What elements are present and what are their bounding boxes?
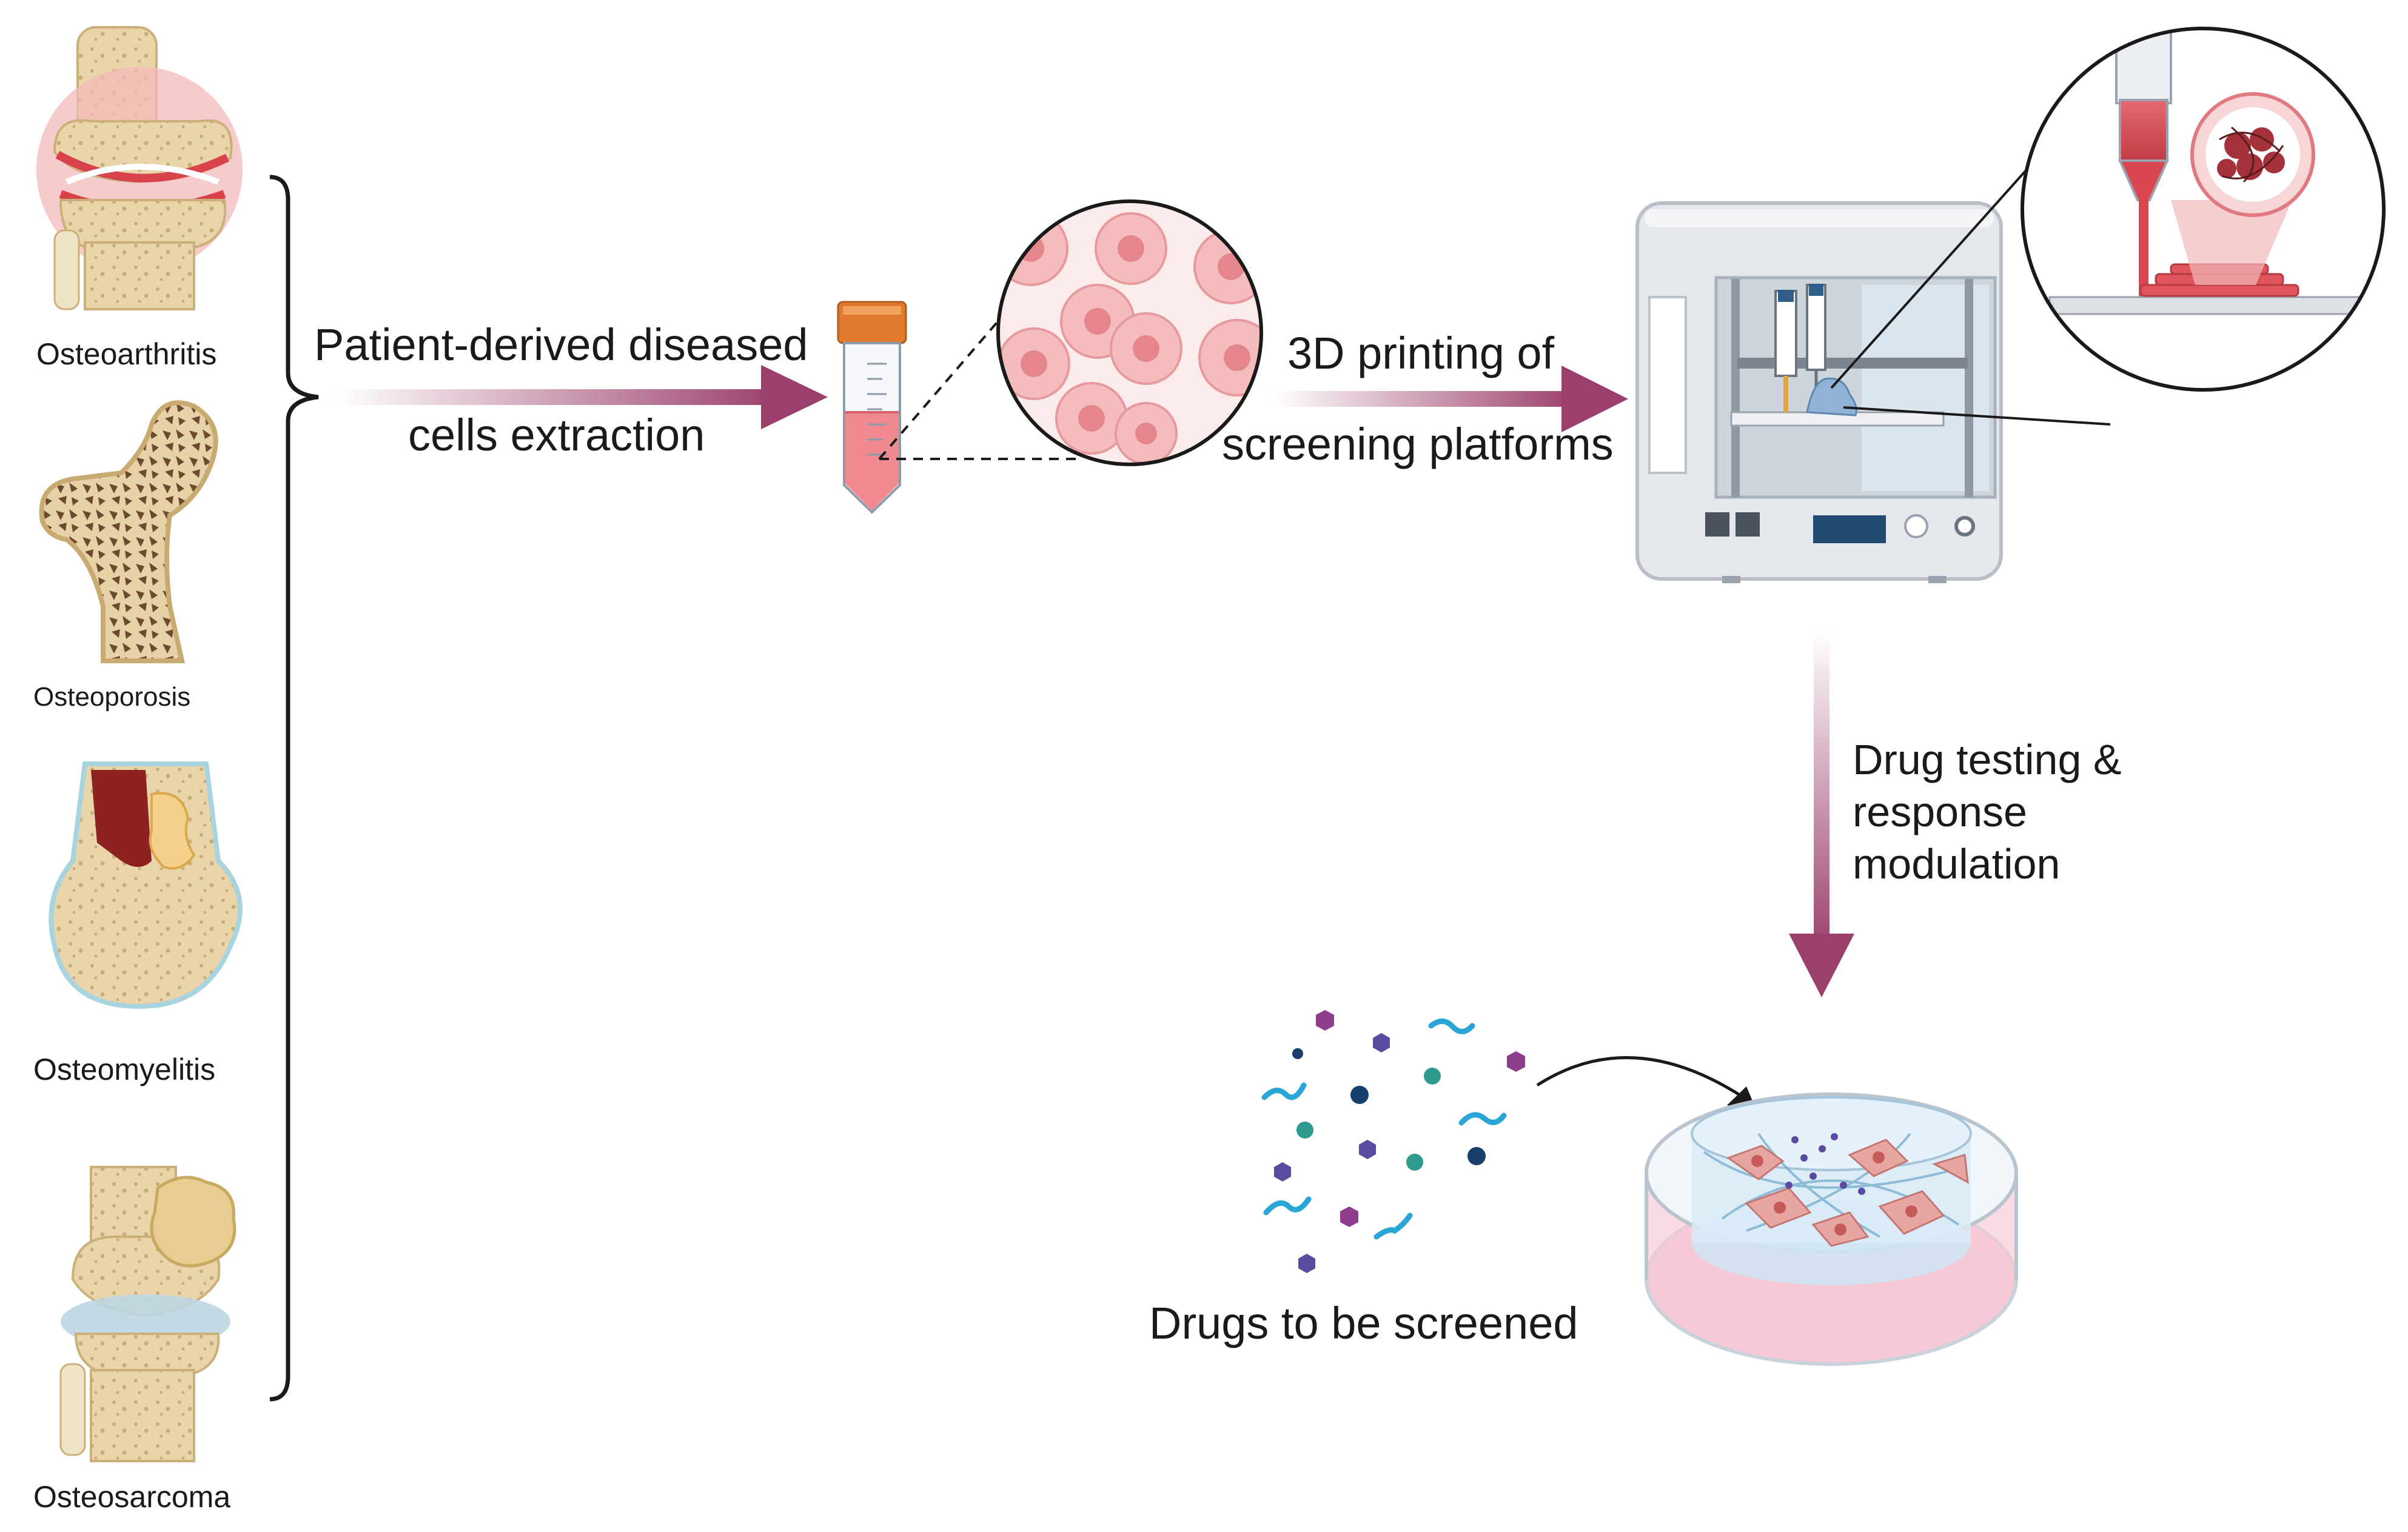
3d-bioprinter-icon [1635,201,2003,583]
extraction-arrow [337,365,828,429]
drug-delivery-arrow [1536,1056,1757,1112]
osteomyelitis-bone-illustration [49,761,243,1009]
printing-arrow [1273,366,1628,432]
printing-label-line2: screening platforms [1222,419,1614,469]
drug-molecules [1261,1010,1525,1273]
label-osteoarthritis: Osteoarthritis [36,337,217,371]
extraction-label-line1: Patient-derived diseased [314,319,808,370]
centrifuge-tube-icon [837,301,907,514]
testing-arrow [1789,631,1854,997]
testing-label-line1: Drug testing & [1853,736,2122,783]
extraction-label-line2: cells extraction [408,410,705,460]
bioprinting-nozzle-magnified [2021,27,2386,392]
label-osteosarcoma: Osteosarcoma [33,1480,231,1514]
testing-label-line3: modulation [1853,840,2061,888]
printing-label-line1: 3D printing of [1287,328,1555,378]
osteosarcoma-knee-illustration [59,1166,236,1462]
label-osteoporosis: Osteoporosis [33,682,191,712]
label-osteomyelitis: Osteomyelitis [33,1052,216,1086]
zoom-lines-printer [1830,129,2111,426]
petri-dish-culture [1645,1092,2018,1366]
osteoporosis-femur-illustration [39,400,218,663]
zoom-lines-tube [878,317,1082,460]
osteoarthritis-knee-illustration [36,26,243,310]
testing-label-line2: response [1853,788,2027,835]
drugs-label: Drugs to be screened [1149,1298,1578,1348]
disease-bracket [269,175,319,1402]
